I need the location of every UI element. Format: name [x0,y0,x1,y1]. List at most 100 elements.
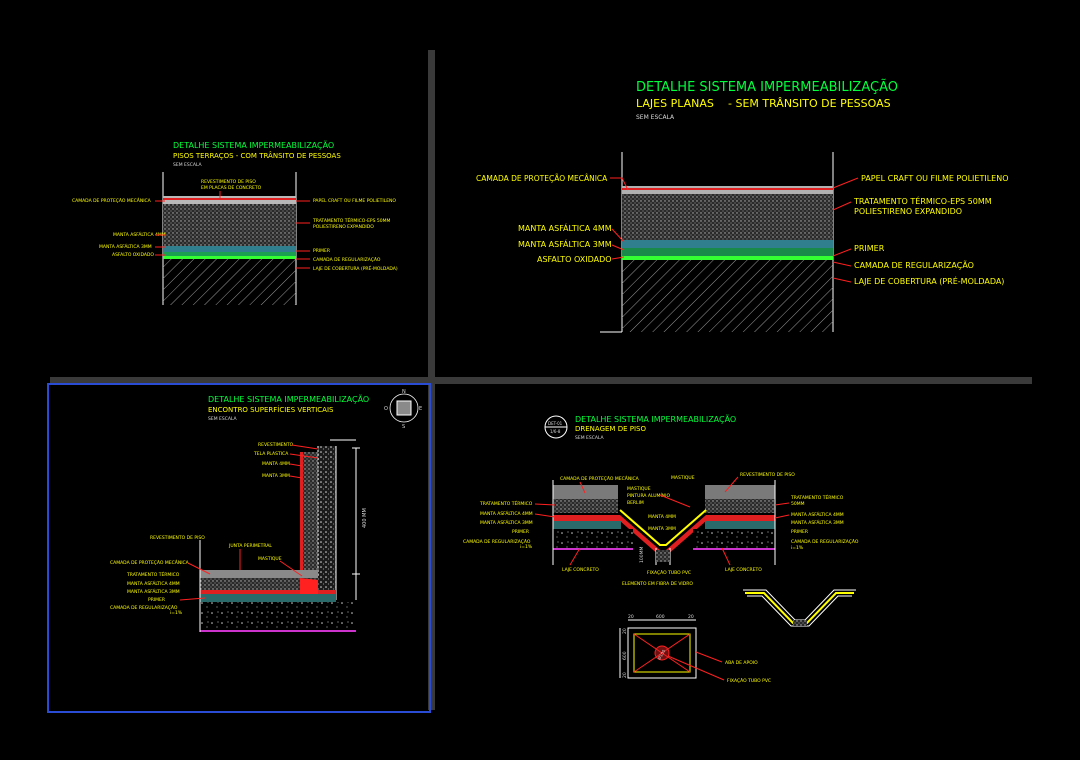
label-fibra: ELEMENTO EM FIBRA DE VIDRO [622,581,693,587]
detail-c-title: DETALHE SISTEMA IMPERMEABILIZAÇÃO [208,394,369,404]
detail-encontro-verticais: DETALHE SISTEMA IMPERMEABILIZAÇÃO ENCONT… [110,389,422,632]
label-manta-4: MANTA ASFÁLTICA 4MM [518,222,612,233]
label-d-r-manta-4: MANTA ASFÁLTICA 4MM [791,511,844,518]
label-revestimento: REVESTIMENTO DE PISO [201,179,256,185]
plan-dim-4: 600 [622,651,628,660]
label-protecao: CAMADA DE PROTEÇÃO MECÂNICA [476,174,608,183]
label-primer: PRIMER [313,248,330,254]
drain-plan: 20 600 20 600 20 20 Ø100 ABA DE APOIO FI… [619,614,771,684]
label-manta-4mm: MANTA 4MM [648,514,676,520]
tag-bottom: 1/6-8 [550,429,561,434]
label-poliestireno: POLIESTIRENO EXPANDIDO [313,224,374,230]
label-revestimento-piso: REVESTIMENTO DE PISO [150,535,205,541]
label-mastique-1: MASTIQUE [671,475,695,481]
detail-pisos-terracos: DETALHE SISTEMA IMPERMEABILIZAÇÃO PISOS … [72,140,398,305]
label-manta-4mm: MANTA 4MM [262,461,290,467]
drain-profile [743,589,856,627]
eps-layer [163,204,296,246]
detail-a-subtitle: PISOS TERRAÇOS - COM TRÂNSITO DE PESSOAS [173,151,341,160]
slab-layer [622,260,833,332]
detail-a-title: DETALHE SISTEMA IMPERMEABILIZAÇÃO [173,140,334,150]
label-revestimento: REVESTIMENTO DE PISO [740,472,795,478]
pipe-dimension: 100MM [639,547,645,563]
label-junta: JUNTA PERIMETRAL [228,543,272,549]
label-mastique-2: MASTIQUE [627,486,651,492]
label-manta-3: MANTA ASFÁLTICA 3MM [518,238,612,249]
detail-b-subtitle-b: - SEM TRÂNSITO DE PESSOAS [728,97,891,110]
tag-top: DET-01 [548,421,563,426]
detail-a-scale: SEM ESCALA [173,162,203,168]
label-tratamento: TRATAMENTO TÉRMICO-EPS 50MM [312,216,391,224]
label-tela: TELA PLASTICA [253,451,289,457]
label-d-primer: PRIMER [512,529,529,535]
label-papel: PAPEL CRAFT OU FILME POLIETILENO [313,198,396,204]
wall-layer [318,446,336,596]
plan-dim-5: 20 [622,628,628,634]
label-asfalto: ASFALTO OXIDADO [537,255,612,264]
label-d-r-50mm: 50MM [791,501,805,507]
label-protecao: CAMADA DE PROTEÇÃO MECÂNICA [560,475,640,482]
label-protecao: CAMADA DE PROTEÇÃO MECÂNICA [110,559,190,566]
label-laje: LAJE DE COBERTURA (PRÉ-MOLDADA) [313,264,398,272]
label-d-regularizacao: CAMADA DE REGULARIZAÇÃO [463,538,531,545]
detail-c-scale: SEM ESCALA [208,416,238,422]
label-papel: PAPEL CRAFT OU FILME POLIETILENO [861,174,1009,183]
label-manta-3mm: MANTA 3MM [648,526,676,532]
plan-dim-1: 20 [628,614,634,620]
label-placas: EM PLACAS DE CONCRETO [201,185,262,191]
detail-drenagem: DET-01 1/6-8 DETALHE SISTEMA IMPERMEABIL… [463,414,859,684]
label-primer: PRIMER [148,597,165,603]
label-manta-3mm: MANTA 3MM [262,473,290,479]
label-d-manta-3: MANTA ASFÁLTICA 3MM [480,519,533,526]
plan-dim-2: 600 [656,614,665,620]
label-d-r-slope: i=1% [791,545,804,551]
label-regularizacao: CAMADA DE REGULARIZAÇÃO [854,260,974,270]
label-d-tratamento: TRATAMENTO TÉRMICO [479,499,533,507]
label-protecao: CAMADA DE PROTEÇÃO MECÂNICA [72,197,152,204]
drain-section [552,480,776,565]
label-berlim: BERLIM [627,500,644,506]
label-regularizacao: CAMADA DE REGULARIZAÇÃO [110,604,178,611]
detail-d-subtitle: DRENAGEM DE PISO [575,425,646,433]
label-fixacao: FIXAÇÃO TUBO PVC [647,569,691,576]
label-fixacao-plan: FIXAÇÃO TUBO PVC [727,677,771,684]
plan-dim-3: 20 [688,614,694,620]
plan-dim-diameter: Ø100 [657,648,667,660]
compass-n: N [402,389,406,395]
detail-c-subtitle: ENCONTRO SUPERFÍCIES VERTICAIS [208,405,334,414]
label-slope: i=1% [170,610,183,616]
label-asfalto: ASFALTO OXIDADO [112,252,154,258]
label-tratamento: TRATAMENTO TÉRMICO-EPS 50MM [853,195,992,206]
detail-d-scale: SEM ESCALA [575,435,605,441]
viewport-frames [47,50,1032,713]
detail-d-title: DETALHE SISTEMA IMPERMEABILIZAÇÃO [575,414,736,424]
label-manta-4: MANTA ASFÁLTICA 4MM [127,580,180,587]
eps-layer [622,194,833,240]
compass-w: O [384,406,388,412]
compass-icon: N S E O [384,389,422,430]
label-mastique: MASTIQUE [258,556,282,562]
label-d-slope: i=1% [520,544,533,550]
label-d-manta-4: MANTA ASFÁLTICA 4MM [480,510,533,517]
label-d-r-regularizacao: CAMADA DE REGULARIZAÇÃO [791,538,859,545]
label-manta-3: MANTA ASFÁLTICA 3MM [99,243,152,250]
label-regularizacao: CAMADA DE REGULARIZAÇÃO [313,256,381,263]
detail-lajes-planas: DETALHE SISTEMA IMPERMEABILIZAÇÃO LAJES … [476,79,1009,333]
label-tratamento: TRATAMENTO TÉRMICO [126,570,180,578]
label-poliestireno: POLIESTIRENO EXPANDIDO [854,207,962,216]
label-manta-4: MANTA ASFÁLTICA 4MM [113,231,166,238]
detail-b-subtitle-a: LAJES PLANAS [636,97,714,110]
label-aba: ABA DE APOIO [725,660,758,666]
label-d-r-primer: PRIMER [791,529,808,535]
label-pintura: PINTURA ALUMÍNIO [627,492,670,499]
label-manta-3: MANTA ASFÁLTICA 3MM [127,588,180,595]
label-laje: LAJE DE COBERTURA (PRÉ-MOLDADA) [854,275,1004,286]
label-d-r-tratamento: TRATAMENTO TÉRMICO [790,493,844,501]
detail-b-title: DETALHE SISTEMA IMPERMEABILIZAÇÃO [636,79,898,95]
compass-s: S [402,424,405,430]
label-revestimento: REVESTIMENTO [258,442,294,448]
plan-dim-6: 20 [622,672,628,678]
label-laje-2: LAJE CONCRETO [725,567,762,573]
slab-layer [163,259,296,305]
